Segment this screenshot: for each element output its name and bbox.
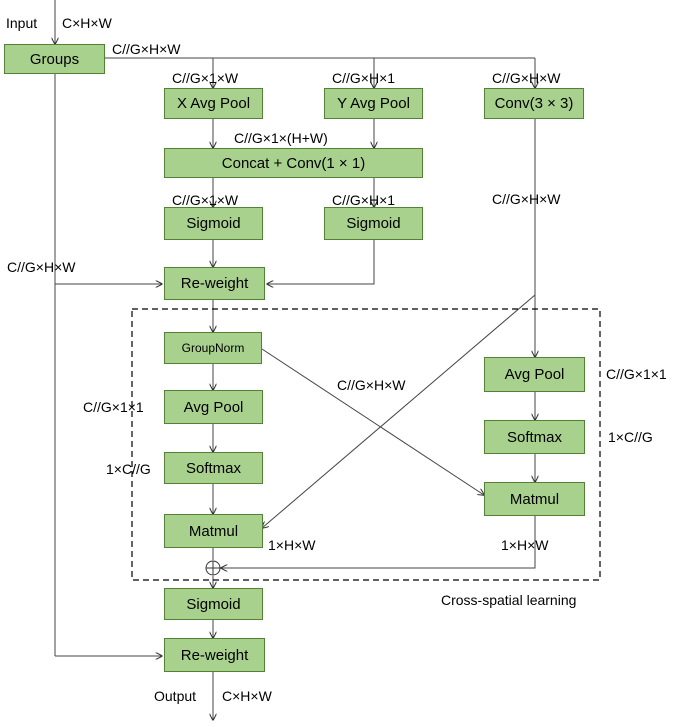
cross-spatial-label: Cross-spatial learning bbox=[441, 592, 577, 608]
concat-in-label: C//G×1×(H+W) bbox=[234, 130, 328, 146]
avg-pool-right-box: Avg Pool bbox=[484, 357, 585, 392]
matmul-left-out-label: 1×H×W bbox=[268, 537, 316, 553]
cross-shape-label: C//G×H×W bbox=[337, 377, 406, 393]
avg-pool-left-box: Avg Pool bbox=[164, 390, 263, 424]
sigmoid-right-box: Sigmoid bbox=[324, 207, 423, 240]
sig-right-in-label: C//G×H×1 bbox=[332, 192, 396, 208]
sigmoid-right-label: Sigmoid bbox=[346, 215, 401, 232]
cross-spatial-frame bbox=[131, 308, 601, 581]
reweight-bottom-label: Re-weight bbox=[180, 646, 249, 664]
softmax-right-box: Softmax bbox=[484, 420, 585, 454]
avg-pool-left-label: Avg Pool bbox=[183, 398, 244, 416]
input-shape-label: C×H×W bbox=[62, 15, 112, 31]
matmul-right-label: Matmul bbox=[509, 490, 560, 508]
sigmoid-left-box: Sigmoid bbox=[164, 207, 263, 240]
reweight-top-box: Re-weight bbox=[164, 267, 265, 300]
softmax-left-out-label: 1×C//G bbox=[106, 461, 151, 477]
avg-right-out-label: C//G×1×1 bbox=[606, 366, 667, 382]
skip-shape-label: C//G×H×W bbox=[7, 259, 76, 275]
sigmoid-left-label: Sigmoid bbox=[186, 215, 241, 232]
output-label: Output bbox=[154, 688, 197, 704]
reweight-top-label: Re-weight bbox=[180, 275, 249, 292]
softmax-right-out-label: 1×C//G bbox=[608, 429, 653, 445]
conv3-box: Conv(3 × 3) bbox=[484, 88, 584, 119]
softmax-left-box: Softmax bbox=[164, 452, 263, 484]
matmul-right-out-label: 1×H×W bbox=[501, 537, 549, 553]
reweight-bottom-box: Re-weight bbox=[164, 638, 265, 672]
avg-pool-right-label: Avg Pool bbox=[504, 366, 565, 383]
y-pool-in-label: C//G×H×1 bbox=[332, 70, 396, 86]
avg-left-out-label: C//G×1×1 bbox=[83, 399, 144, 415]
groups-label: Groups bbox=[29, 50, 80, 68]
groups-box: Groups bbox=[4, 44, 105, 74]
sigmoid-bottom-label: Sigmoid bbox=[186, 595, 241, 613]
conv-out-label: C//G×H×W bbox=[492, 191, 561, 207]
groups-out-label: C//G×H×W bbox=[112, 41, 181, 57]
groupnorm-box: GroupNorm bbox=[164, 332, 262, 364]
x-pool-in-label: C//G×1×W bbox=[172, 70, 239, 86]
x-avg-pool-label: X Avg Pool bbox=[176, 95, 251, 112]
matmul-right-box: Matmul bbox=[484, 482, 585, 516]
output-shape-label: C×H×W bbox=[222, 688, 272, 704]
y-avg-pool-label: Y Avg Pool bbox=[337, 95, 410, 112]
x-avg-pool-box: X Avg Pool bbox=[164, 88, 263, 119]
conv-in-label: C//G×H×W bbox=[492, 70, 561, 86]
sig-left-in-label: C//G×1×W bbox=[172, 192, 239, 208]
softmax-right-label: Softmax bbox=[506, 428, 563, 446]
concat-conv-label: Concat + Conv(1 × 1) bbox=[221, 154, 366, 172]
input-label: Input bbox=[6, 15, 38, 31]
sigmoid-bottom-box: Sigmoid bbox=[164, 588, 263, 620]
y-avg-pool-box: Y Avg Pool bbox=[324, 88, 423, 119]
softmax-left-label: Softmax bbox=[185, 459, 242, 477]
matmul-left-box: Matmul bbox=[164, 514, 263, 548]
matmul-left-label: Matmul bbox=[188, 522, 239, 540]
groupnorm-label: GroupNorm bbox=[181, 341, 245, 355]
conv3-label: Conv(3 × 3) bbox=[494, 95, 574, 112]
concat-conv-box: Concat + Conv(1 × 1) bbox=[164, 148, 423, 178]
